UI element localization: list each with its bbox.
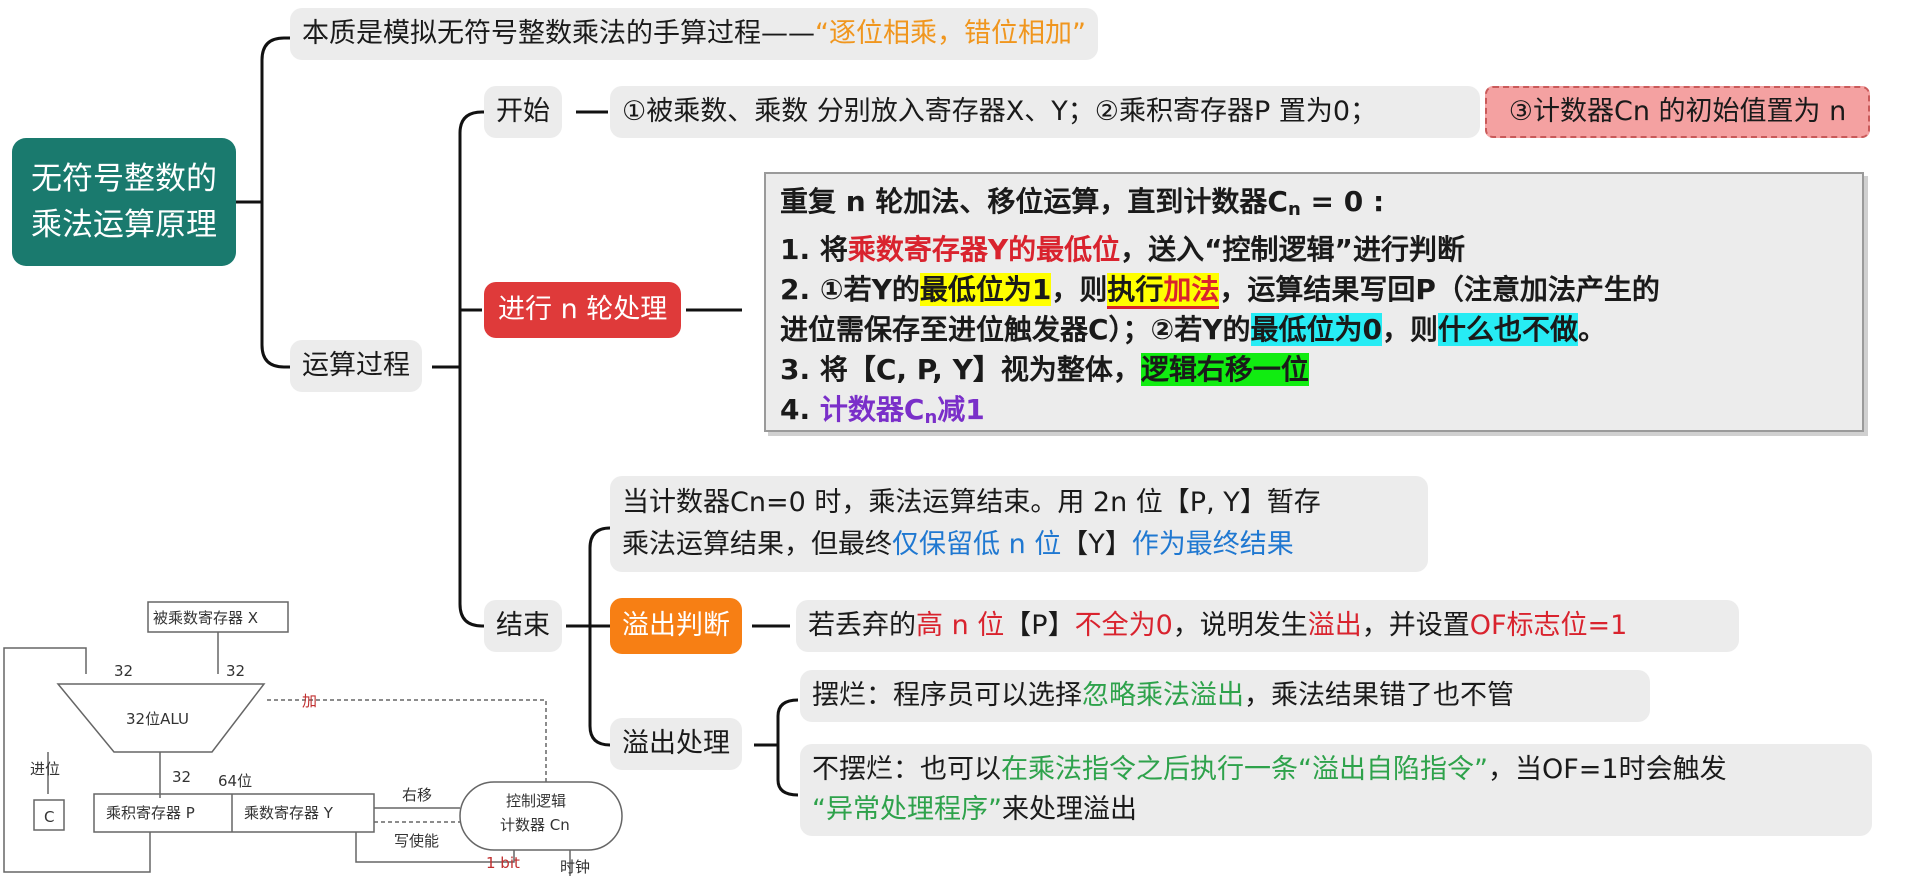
end-detail[interactable]: 当计数器Cn=0 时，乘法运算结束。用 2n 位【P, Y】暂存 乘法运算结果，…: [610, 476, 1428, 572]
diagram-add: 加: [302, 692, 317, 710]
alu-shape: [56, 683, 266, 753]
rounds-line-3: 进位需保存至进位触发器C）；②若Y的最低位为0，则什么也不做。: [780, 313, 1607, 346]
diagram-w2: 32: [226, 662, 245, 680]
control-logic-box: [459, 781, 623, 851]
start-node[interactable]: 开始: [484, 86, 562, 138]
overflow-option-ignore[interactable]: 摆烂：程序员可以选择忽略乘法溢出，乘法结果错了也不管: [800, 670, 1650, 722]
root-topic-line2: 乘法运算原理: [31, 207, 217, 243]
overflow-check-node[interactable]: 溢出判断: [610, 598, 742, 654]
rounds-line-5: 4. 计数器Cn减1: [780, 393, 985, 428]
start-detail[interactable]: ①被乘数、乘数 分别放入寄存器X、Y；②乘积寄存器P 置为0；: [610, 86, 1480, 138]
diagram-reg-y: 乘数寄存器 Y: [244, 804, 334, 822]
diagram-shift: 右移: [402, 786, 432, 804]
diagram-write: 写使能: [394, 832, 439, 850]
root-topic[interactable]: 无符号整数的 乘法运算原理: [12, 138, 236, 266]
rounds-line-1: 1. 将乘数寄存器Y的最低位，送入“控制逻辑”进行判断: [780, 233, 1465, 266]
overflow-option-trap-line2: “异常处理程序”来处理溢出: [812, 794, 1137, 825]
diagram-w3: 32: [172, 768, 191, 786]
diagram-reg-p: 乘积寄存器 P: [106, 804, 195, 822]
carry-flag-box: [33, 799, 65, 831]
rounds-line-2: 2. ①若Y的最低位为1，则执行加法，运算结果写回P（注意加法产生的: [780, 270, 1848, 310]
diagram-ctrl2: 计数器 Cn: [500, 816, 570, 834]
diagram-reg-x: 被乘数寄存器 X: [153, 609, 258, 627]
overflow-option-trap-line1: 不摆烂：也可以在乘法指令之后执行一条“溢出自陷指令”，当OF=1时会触发: [812, 754, 1727, 785]
overflow-option-trap[interactable]: 不摆烂：也可以在乘法指令之后执行一条“溢出自陷指令”，当OF=1时会触发 “异常…: [800, 744, 1872, 836]
essence-text: 本质是模拟无符号整数乘法的手算过程——: [302, 18, 815, 49]
diagram-w1: 32: [114, 662, 133, 680]
essence-highlight: “逐位相乘，错位相加”: [815, 18, 1086, 49]
diagram-c: C: [44, 808, 54, 826]
diagram-1bit: 1 bit: [486, 854, 520, 872]
diagram-ctrl1: 控制逻辑: [506, 792, 566, 810]
diagram-clock: 时钟: [560, 858, 590, 876]
rounds-node[interactable]: 进行 n 轮处理: [484, 282, 682, 338]
diagram-64bits: 64位: [218, 772, 252, 790]
rounds-line-4: 3. 将【C, P, Y】视为整体，逻辑右移一位: [780, 353, 1309, 386]
root-topic-line1: 无符号整数的: [31, 161, 217, 197]
process-node[interactable]: 运算过程: [290, 340, 422, 392]
diagram-carry: 进位: [30, 760, 60, 778]
overflow-handle-node[interactable]: 溢出处理: [610, 718, 742, 770]
diagram-alu: 32位ALU: [126, 710, 189, 728]
end-detail-line1: 当计数器Cn=0 时，乘法运算结束。用 2n 位【P, Y】暂存: [622, 487, 1321, 518]
counter-init-callout[interactable]: ③计数器Cn 的初始值置为 n: [1485, 86, 1870, 138]
multiplier-hardware-diagram: 被乘数寄存器 X 32位ALU 32 32 32 加 进位 C 64位 乘积寄存…: [3, 601, 623, 876]
rounds-detail-box[interactable]: 重复 n 轮加法、移位运算，直到计数器Cn = 0 : 1. 将乘数寄存器Y的最…: [764, 172, 1864, 432]
overflow-check-detail[interactable]: 若丢弃的高 n 位【P】不全为0，说明发生溢出，并设置OF标志位=1: [796, 600, 1739, 652]
essence-node[interactable]: 本质是模拟无符号整数乘法的手算过程——“逐位相乘，错位相加”: [290, 8, 1098, 60]
rounds-line-0: 重复 n 轮加法、移位运算，直到计数器Cn = 0 :: [780, 185, 1385, 220]
end-detail-line2: 乘法运算结果，但最终仅保留低 n 位【Y】作为最终结果: [622, 529, 1294, 560]
end-node[interactable]: 结束: [484, 600, 562, 652]
